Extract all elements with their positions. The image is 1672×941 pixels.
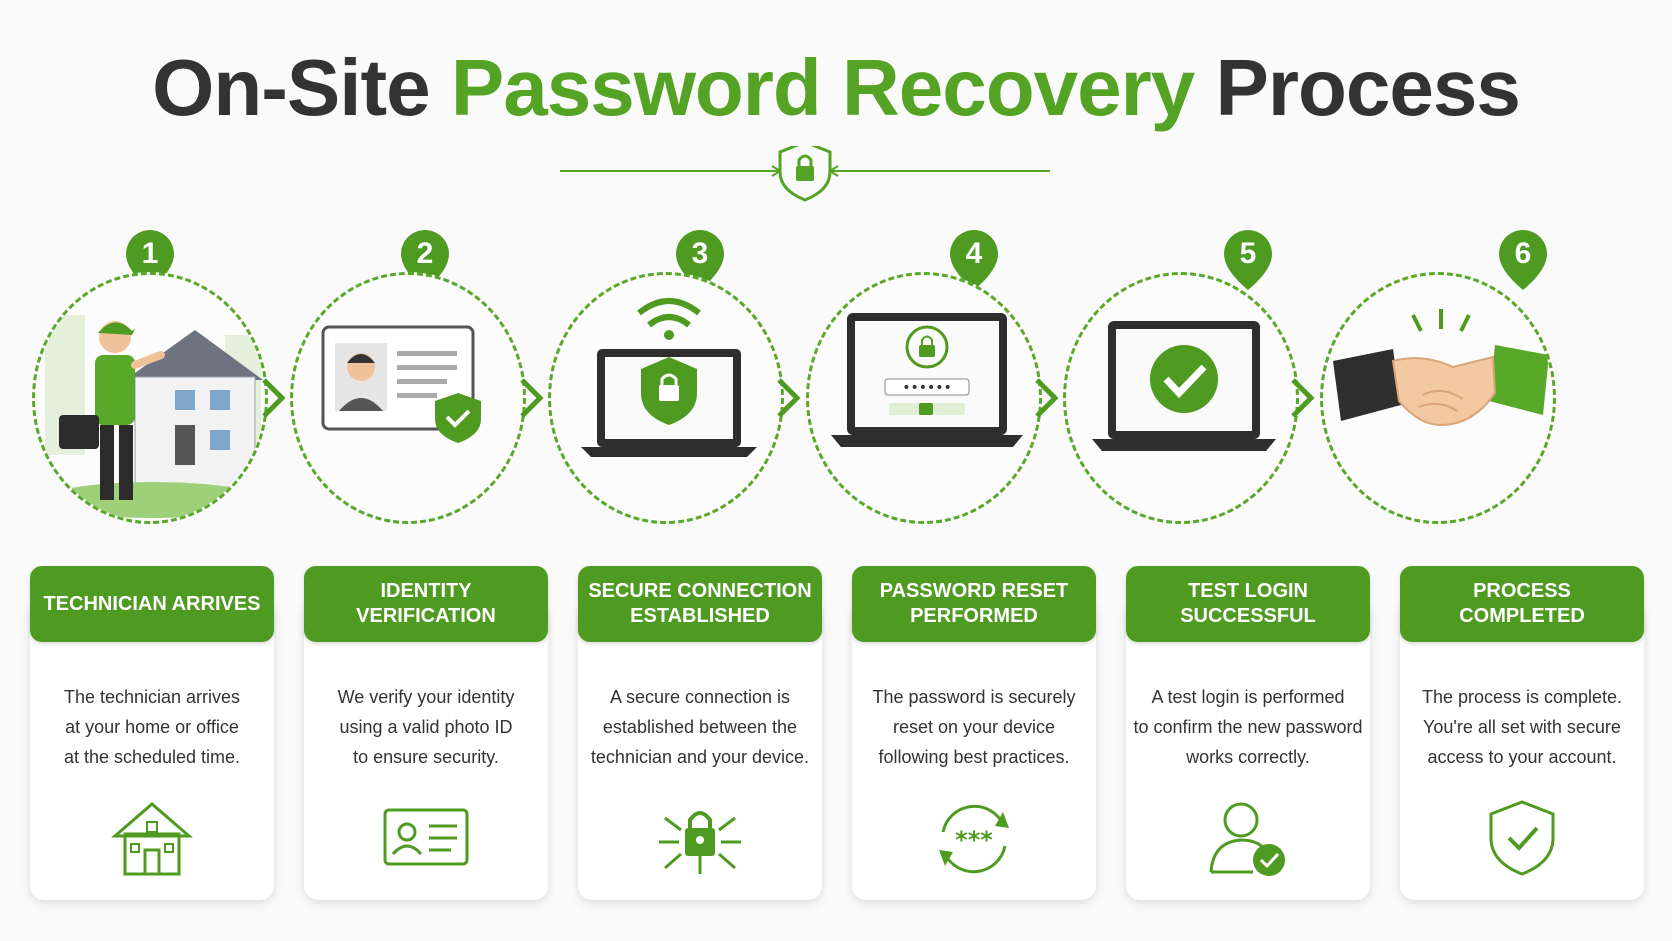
user-check-icon xyxy=(1203,798,1293,878)
step-5-number: 5 xyxy=(1223,230,1273,292)
step-3-heading: SECURE CONNECTION ESTABLISHED xyxy=(578,566,822,642)
step-4-heading: PASSWORD RESET PERFORMED xyxy=(852,566,1096,642)
step-1-heading: TECHNICIAN ARRIVES xyxy=(30,566,274,642)
shield-check-icon xyxy=(1477,798,1567,878)
page-title: On-Site Password Recovery Process xyxy=(0,48,1672,128)
chevron-right-icon xyxy=(1031,376,1061,420)
svg-text:***: *** xyxy=(955,826,993,854)
step-6-description: The process is complete.You're all set w… xyxy=(1421,687,1623,767)
id-card-icon xyxy=(381,798,471,878)
step-4-number: 4 xyxy=(949,230,999,292)
step-1-illustration xyxy=(32,272,268,524)
step-2-card xyxy=(304,600,548,900)
laptop-check-illustration xyxy=(1092,321,1276,451)
svg-text:••••••: •••••• xyxy=(902,380,952,396)
chevron-right-icon xyxy=(1287,376,1317,420)
handshake-illustration xyxy=(1333,309,1549,427)
step-6-card xyxy=(1400,600,1644,900)
step-6-illustration xyxy=(1320,272,1556,524)
step-2-heading: IDENTITY VERIFICATION xyxy=(304,566,548,642)
password-refresh-icon: *** xyxy=(929,798,1019,878)
photo-id-illustration xyxy=(321,325,481,443)
chevron-right-icon xyxy=(258,376,288,420)
title-divider xyxy=(560,140,1120,216)
technician-house-illustration xyxy=(43,315,263,518)
step-4-illustration: •••••• xyxy=(806,272,1042,524)
laptop-shield-wifi-illustration xyxy=(581,298,757,457)
chevron-right-icon xyxy=(773,376,803,420)
step-6-number: 6 xyxy=(1498,230,1548,292)
title-part-2: Password Recovery xyxy=(450,43,1195,132)
chevron-right-icon xyxy=(516,376,546,420)
step-6-heading: PROCESS COMPLETED xyxy=(1400,566,1644,642)
step-5-illustration xyxy=(1063,272,1299,524)
step-5-heading: TEST LOGIN SUCCESSFUL xyxy=(1126,566,1370,642)
step-3-illustration xyxy=(548,272,784,524)
title-part-3: Process xyxy=(1215,43,1520,132)
step-2-illustration xyxy=(290,272,526,524)
house-icon xyxy=(107,798,197,878)
title-part-1: On-Site xyxy=(152,43,430,132)
step-5-card xyxy=(1126,600,1370,900)
laptop-password-illustration: •••••• xyxy=(831,313,1023,447)
shield-lock-icon xyxy=(778,140,832,202)
network-lock-icon xyxy=(655,798,745,878)
step-4-card xyxy=(852,600,1096,900)
